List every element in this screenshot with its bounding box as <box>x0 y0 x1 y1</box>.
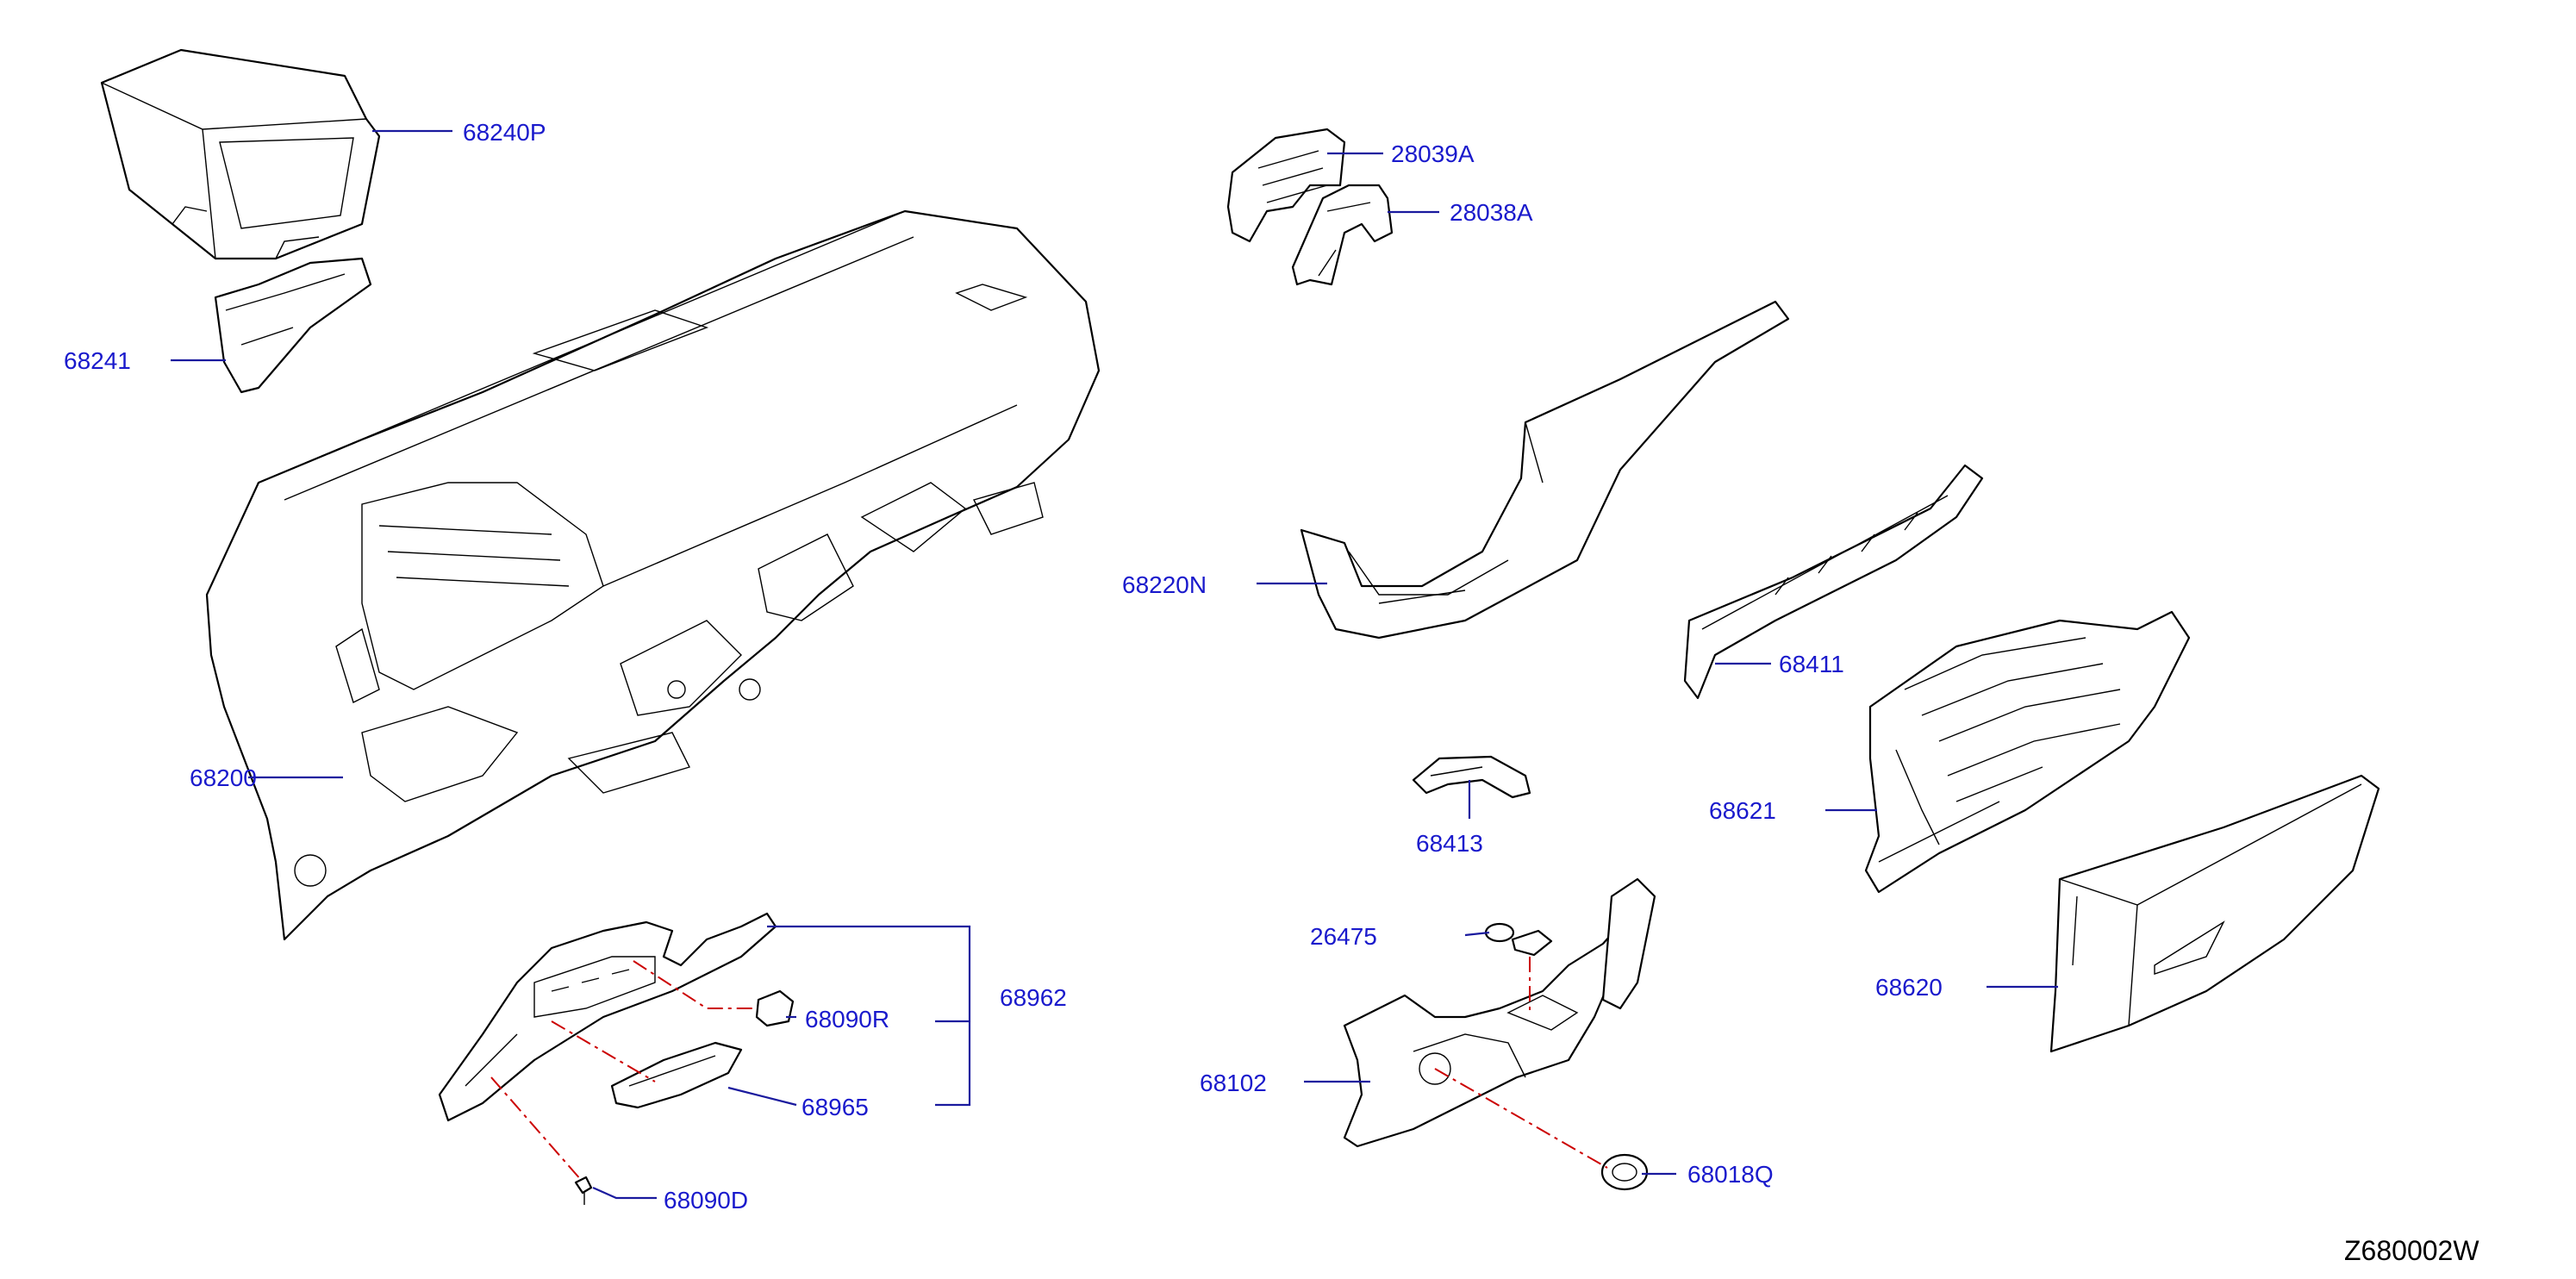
part-68965-pocket <box>610 1041 743 1109</box>
part-68090R-switch <box>755 989 795 1027</box>
label-28039A: 28039A <box>1391 140 1475 167</box>
part-68241-cluster-lower-cover <box>214 257 372 394</box>
label-68241: 68241 <box>64 347 131 374</box>
part-68411-finisher <box>1683 464 1984 700</box>
part-68620-glovebox-lid <box>2049 774 2380 1053</box>
label-68018Q: 68018Q <box>1687 1161 1774 1188</box>
part-68962-lower-panel <box>438 912 777 1122</box>
label-68621: 68621 <box>1709 797 1776 824</box>
label-68965: 68965 <box>801 1094 869 1120</box>
part-68200-instrument-panel <box>205 209 1101 941</box>
callout-labels: 68240P 68241 68200 28039A 28038A 68220N … <box>64 119 1943 1213</box>
part-68220N-lower-trim <box>1300 300 1790 640</box>
part-68240P-cluster-hood <box>100 48 381 260</box>
assembly-guides <box>490 957 1608 1182</box>
part-26475-clip <box>1484 922 1553 957</box>
part-68018Q-grommet <box>1600 1153 1649 1191</box>
label-68413: 68413 <box>1416 830 1483 857</box>
label-68220N: 68220N <box>1122 571 1207 598</box>
label-28038A: 28038A <box>1450 199 1533 226</box>
label-68962: 68962 <box>1000 984 1067 1011</box>
leader-lines <box>171 129 2058 1200</box>
label-26475: 26475 <box>1310 923 1377 950</box>
label-68090D: 68090D <box>664 1187 748 1213</box>
label-68620: 68620 <box>1875 974 1943 1001</box>
label-68102: 68102 <box>1200 1070 1267 1096</box>
label-68200: 68200 <box>190 764 257 791</box>
part-68102-lower-cover <box>1343 877 1656 1148</box>
part-28039A-bracket <box>1226 128 1346 243</box>
part-68413-duct <box>1412 755 1531 799</box>
label-68090R: 68090R <box>805 1006 889 1033</box>
diagram-reference-code: Z680002W <box>2344 1235 2479 1266</box>
label-68240P: 68240P <box>463 119 546 146</box>
label-68411: 68411 <box>1779 651 1844 677</box>
part-28038A-bracket <box>1291 184 1394 286</box>
part-68090D-screw <box>574 1176 593 1205</box>
part-68621-glovebox-housing <box>1864 610 2191 894</box>
